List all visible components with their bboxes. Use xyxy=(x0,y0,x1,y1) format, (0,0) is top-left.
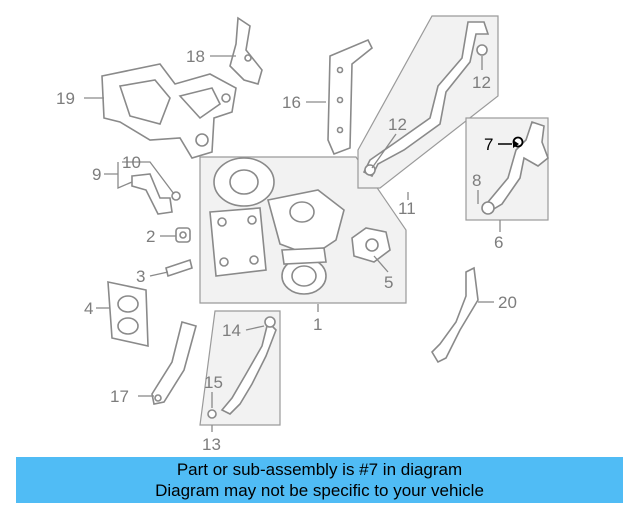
return-line-part xyxy=(207,316,277,419)
nut-part xyxy=(175,227,191,243)
callout-16: 16 xyxy=(282,93,301,112)
leader-7-arrowhead xyxy=(513,140,519,148)
return-line-group-panel xyxy=(199,310,281,426)
leader-10 xyxy=(122,161,175,195)
heat-shield-part xyxy=(327,38,374,156)
callout-14: 14 xyxy=(222,321,241,340)
callout-19: 19 xyxy=(56,89,75,108)
info-banner: Part or sub-assembly is #7 in diagram Di… xyxy=(16,457,623,503)
leader-5 xyxy=(373,255,389,273)
callout-20: 20 xyxy=(498,293,517,312)
vacuum-hose-part xyxy=(131,173,181,215)
gasket-part xyxy=(107,280,149,348)
callout-12-lower: 12 xyxy=(388,115,407,134)
callout-5: 5 xyxy=(384,273,393,292)
callout-17: 17 xyxy=(110,387,129,406)
wastegate-actuator-part xyxy=(351,227,391,263)
callout-2: 2 xyxy=(146,227,155,246)
support-bracket-part xyxy=(430,266,479,364)
coolant-line-part xyxy=(481,120,549,215)
callout-3: 3 xyxy=(136,267,145,286)
leader-9 xyxy=(104,162,133,189)
callout-11: 11 xyxy=(398,199,416,218)
callout-13: 13 xyxy=(202,435,221,454)
callout-4: 4 xyxy=(84,299,93,318)
callout-10: 10 xyxy=(122,153,141,172)
exhaust-manifold-part xyxy=(101,63,237,159)
callout-9: 9 xyxy=(92,165,101,184)
mounting-bracket-part xyxy=(151,321,197,405)
callout-8: 8 xyxy=(472,171,481,190)
callout-1: 1 xyxy=(313,315,322,334)
banner-line-disclaimer: Diagram may not be specific to your vehi… xyxy=(155,481,484,500)
callout-18: 18 xyxy=(186,47,205,66)
stud-part xyxy=(165,258,193,278)
banner-line-part-number: Part or sub-assembly is #7 in diagram xyxy=(176,460,463,479)
callout-6: 6 xyxy=(494,233,503,252)
callout-15: 15 xyxy=(204,373,223,392)
leader-14 xyxy=(245,325,265,331)
leader-12b xyxy=(371,133,397,169)
callout-12-upper: 12 xyxy=(472,73,491,92)
parts-diagram: 19 18 16 12 12 11 10 9 2 3 4 5 1 7 8 6 2… xyxy=(56,15,549,454)
leader-3 xyxy=(149,271,169,277)
oil-feed-line-part xyxy=(362,21,490,178)
heat-shield-bracket-part xyxy=(229,16,263,85)
turbocharger-part xyxy=(209,157,345,295)
callout-7: 7 xyxy=(484,135,493,154)
